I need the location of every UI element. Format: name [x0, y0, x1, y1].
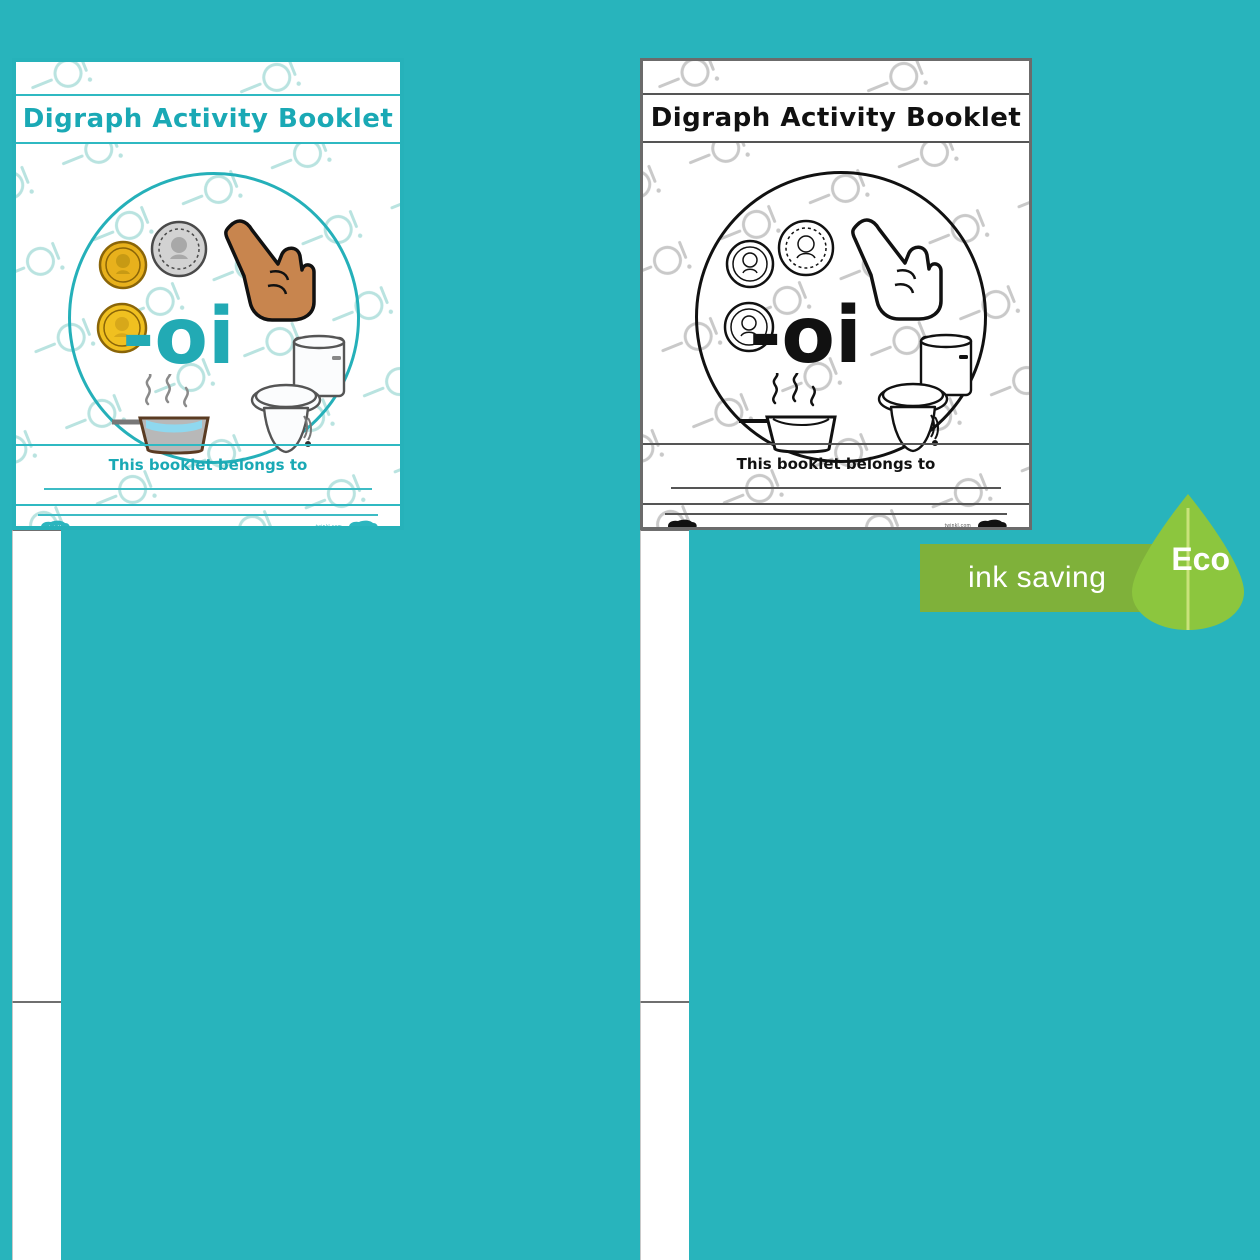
toilet-icon: [250, 334, 348, 458]
title-rule-bottom: [16, 142, 400, 144]
svg-text:twinkl: twinkl: [49, 525, 62, 530]
page-title: Digraph Activity Booklet: [650, 103, 1022, 133]
digraph-text: -oi: [122, 292, 235, 382]
digraph-text: -oi: [749, 291, 862, 381]
name-write-line[interactable]: [44, 488, 372, 490]
silver-coin-icon: [150, 220, 208, 278]
name-write-line[interactable]: [671, 487, 1001, 489]
footer-url[interactable]: twinkl.com: [315, 524, 342, 530]
belongs-rule-bottom: [16, 504, 400, 506]
twinkl-logo-icon[interactable]: [975, 519, 1009, 527]
color-booklet[interactable]: e. at e ound.: [10, 58, 612, 1260]
page-title: Digraph Activity Booklet: [22, 104, 394, 134]
ink-saving-label: ink saving: [968, 561, 1107, 594]
digraph-circle: [68, 172, 360, 464]
belongs-band: This booklet belongs to: [643, 443, 1029, 505]
pointing-hand-icon: [849, 209, 945, 321]
ink-saving-eco-badge: ink saving Eco: [920, 470, 1260, 630]
title-rule-top: [16, 94, 400, 96]
belongs-rule-top: [643, 443, 1029, 445]
title-band: Digraph Activity Booklet: [643, 93, 1029, 143]
color-back-page-2: at: [12, 96, 61, 1002]
toilet-icon: [877, 333, 975, 457]
screenshot-stage: e. at e ound.: [10, 58, 1260, 1260]
footer-rule: [665, 513, 1007, 515]
gold-coin-icon: [98, 240, 148, 290]
footer-rule: [38, 514, 378, 516]
coin-outline-icon: [723, 301, 775, 353]
pointing-hand-icon: [222, 210, 318, 322]
belongs-rule-top: [16, 444, 400, 446]
twinkl-logo-icon[interactable]: [346, 520, 380, 526]
bw-back-page-3: e: [638, 96, 689, 1260]
belongs-label: This booklet belongs to: [108, 456, 308, 474]
leaf-icon: [1124, 490, 1252, 630]
belongs-label: This booklet belongs to: [736, 455, 936, 473]
eco-label: Eco: [1171, 541, 1230, 577]
bw-booklet[interactable]: e. at e ound.: [638, 58, 1240, 1260]
title-band: Digraph Activity Booklet: [16, 94, 400, 144]
bw-back-page-2: at: [640, 96, 689, 1002]
belongs-rule-bottom: [643, 503, 1029, 505]
title-rule-bottom: [643, 141, 1029, 143]
belongs-band: This booklet belongs to: [16, 444, 400, 506]
twinkl-logo-icon[interactable]: [665, 519, 699, 527]
coin-outline-icon: [725, 239, 775, 289]
color-back-page-3: e: [10, 96, 61, 1260]
digraph-circle: [695, 171, 987, 463]
bw-booklet-cover[interactable]: Digraph Activity Booklet: [640, 58, 1032, 530]
coin-outline-icon: [777, 219, 835, 277]
color-booklet-cover[interactable]: Digraph Activity Booklet: [12, 58, 404, 530]
title-rule-top: [643, 93, 1029, 95]
twinkl-logo-icon[interactable]: twinkl: [38, 520, 72, 530]
gold-coin-icon: [96, 302, 148, 354]
footer-url[interactable]: twinkl.com: [944, 523, 971, 529]
